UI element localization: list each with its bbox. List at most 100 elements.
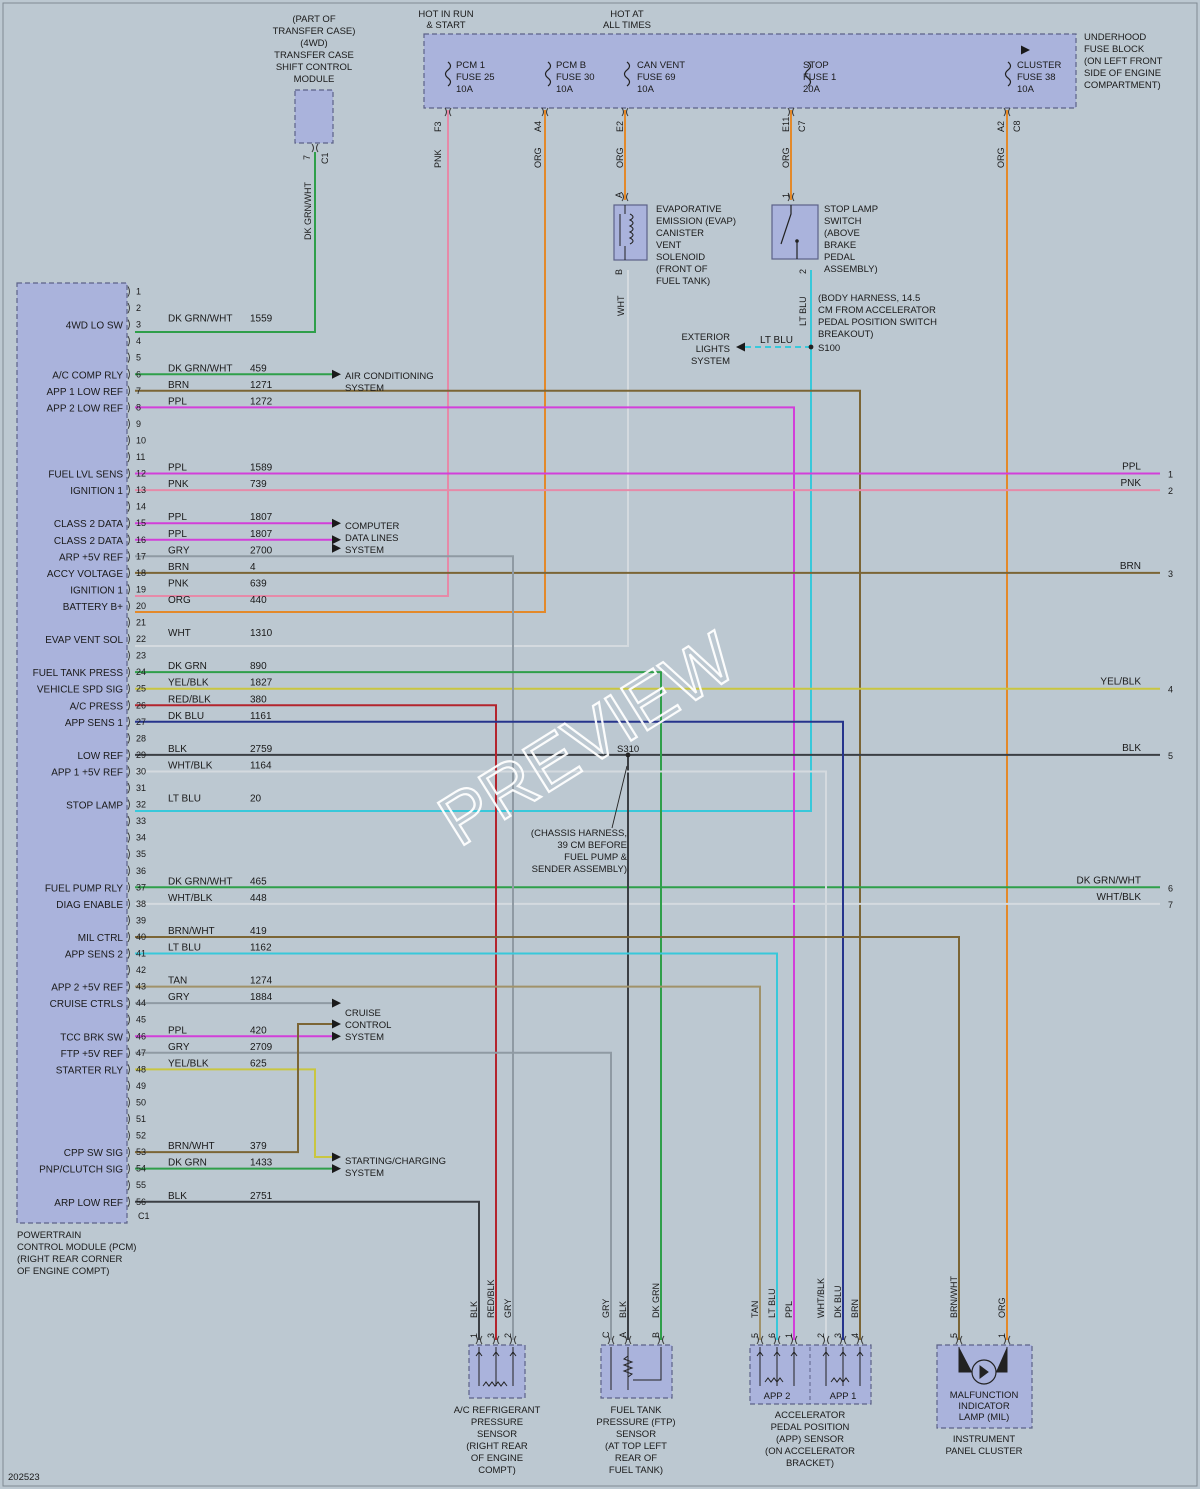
component-wire: PPL bbox=[784, 1301, 794, 1318]
pcm-pin-number: 20 bbox=[136, 601, 146, 611]
wire-color-label: WHT/BLK bbox=[168, 760, 213, 771]
stop-switch-label-line: STOP LAMP bbox=[824, 204, 878, 215]
pcm-pin-number: 32 bbox=[136, 800, 146, 810]
wire-color-label: PPL bbox=[168, 512, 187, 523]
pcm-pin-label: DIAG ENABLE bbox=[56, 900, 123, 911]
connector-icon bbox=[773, 1335, 781, 1345]
wire-blk-2751 bbox=[135, 1200, 480, 1340]
starting-system-label-line: SYSTEM bbox=[345, 1168, 384, 1179]
pcm-module bbox=[16, 282, 128, 1224]
app-sensor-label-line: (APP) SENSOR bbox=[776, 1434, 844, 1445]
fuse-label-line: FUSE 38 bbox=[1017, 72, 1056, 83]
ac-sensor-label-line: PRESSURE bbox=[471, 1417, 523, 1428]
pcm-pin-number: 14 bbox=[136, 502, 146, 512]
pin-bracket bbox=[127, 766, 130, 777]
component-wire: WHT/BLK bbox=[816, 1278, 826, 1318]
wire-wht-1310 bbox=[135, 270, 629, 647]
pin-bracket bbox=[127, 915, 130, 926]
stop-switch-label-line: (ABOVE bbox=[824, 228, 860, 239]
pcm-pin-number: 49 bbox=[136, 1081, 146, 1091]
circuit-number: 1807 bbox=[250, 512, 273, 523]
arrow-start-icon bbox=[332, 1164, 341, 1174]
output-wire-color: PPL bbox=[1122, 462, 1141, 473]
pcm-pin-number: 27 bbox=[136, 717, 146, 727]
pcm-pin-number: 37 bbox=[136, 882, 146, 892]
pcm-pin-number: 48 bbox=[136, 1064, 146, 1074]
fuse-label-line: FUSE 69 bbox=[637, 72, 676, 83]
pcm-pin-label: APP 1 LOW REF bbox=[46, 387, 123, 398]
pin-bracket bbox=[127, 501, 130, 512]
circuit-number: 419 bbox=[250, 926, 267, 937]
pcm-pin-label: A/C COMP RLY bbox=[52, 370, 123, 381]
pin-bracket bbox=[127, 584, 130, 595]
output-number: 3 bbox=[1168, 569, 1173, 579]
wire-color-label: DK GRN/WHT bbox=[168, 363, 232, 374]
pin-bracket bbox=[127, 931, 130, 943]
circuit-number: 1164 bbox=[250, 760, 272, 771]
arrow-data-icon bbox=[332, 535, 341, 545]
arrow-icon bbox=[756, 1351, 764, 1357]
arrow-icon bbox=[509, 1351, 517, 1357]
connector-icon bbox=[621, 107, 629, 117]
pcm-connector: C1 bbox=[138, 1211, 150, 1221]
connector-icon bbox=[822, 1335, 830, 1345]
connector-icon bbox=[657, 1335, 665, 1345]
coil-lead bbox=[619, 205, 626, 260]
transfer-case-pin: 7 bbox=[302, 155, 312, 160]
pcm-pin-number: 41 bbox=[136, 949, 146, 959]
output-wire-color: DK GRN/WHT bbox=[1077, 875, 1141, 886]
pcm-label-line: POWERTRAIN bbox=[17, 1230, 81, 1241]
component-pin: 3 bbox=[486, 1333, 496, 1338]
evap-label-line: FUEL TANK) bbox=[656, 276, 710, 287]
ftp-sensor-label-line: REAR OF bbox=[615, 1453, 657, 1464]
pin-bracket bbox=[127, 1196, 130, 1207]
wire-yelblk-625 bbox=[135, 1068, 335, 1158]
arrow-icon bbox=[839, 1351, 847, 1357]
pin-bracket bbox=[127, 981, 130, 992]
pcm-label-line: CONTROL MODULE (PCM) bbox=[17, 1242, 136, 1253]
connector-icon bbox=[790, 1335, 798, 1345]
circuit-number: 380 bbox=[250, 694, 267, 705]
pin-bracket bbox=[127, 650, 130, 661]
output-wire-color: PNK bbox=[1120, 478, 1141, 489]
evap-pin-b: B bbox=[614, 269, 624, 275]
fuse-icon bbox=[1004, 61, 1012, 87]
pcm-pin-number: 6 bbox=[136, 369, 141, 379]
pin-bracket bbox=[127, 302, 130, 314]
pin-bracket bbox=[127, 1064, 130, 1075]
circuit-number: 440 bbox=[250, 595, 267, 606]
transfer-case-label-line: (4WD) bbox=[300, 38, 327, 49]
fuse-label-line: 10A bbox=[637, 84, 655, 95]
fuse-label-line: 20A bbox=[803, 84, 821, 95]
pcm-pin-number: 39 bbox=[136, 915, 146, 925]
data-lines-label-line: DATA LINES bbox=[345, 533, 399, 544]
fuse-connector: C8 bbox=[1012, 120, 1022, 132]
wire-color-label: DK GRN/WHT bbox=[168, 314, 232, 325]
pcm-pin-label: PNP/CLUTCH SIG bbox=[39, 1165, 123, 1176]
connector-icon bbox=[1003, 1335, 1011, 1345]
connector-icon bbox=[444, 107, 452, 117]
circuit-number: 1884 bbox=[250, 992, 273, 1003]
ac-system-label-line: AIR CONDITIONING bbox=[345, 371, 434, 382]
app-sensor-label-line: ACCELERATOR bbox=[775, 1410, 846, 1421]
stop-switch-label-line: ASSEMBLY) bbox=[824, 264, 878, 275]
fuse-pin: A2 bbox=[996, 121, 1006, 132]
fuse-block-label-line: COMPARTMENT) bbox=[1084, 80, 1161, 91]
pcm-pin-number: 16 bbox=[136, 535, 146, 545]
fuse-pin: F3 bbox=[433, 121, 443, 132]
pin-bracket bbox=[127, 749, 130, 761]
s310-note-line: SENDER ASSEMBLY) bbox=[532, 864, 627, 875]
data-lines-label-line: COMPUTER bbox=[345, 521, 400, 532]
fuse-icon bbox=[804, 61, 812, 87]
fuse-label-line: PCM 1 bbox=[456, 60, 485, 71]
pcm-pin-number: 2 bbox=[136, 303, 141, 313]
pin-bracket bbox=[127, 782, 130, 794]
fuse-block-label-line: FUSE BLOCK bbox=[1084, 44, 1145, 55]
pcm-pin-number: 34 bbox=[136, 833, 146, 843]
pcm-pin-number: 9 bbox=[136, 419, 141, 429]
pcm-pin-label: FUEL LVL SENS bbox=[48, 470, 123, 481]
pin-bracket bbox=[127, 1130, 130, 1141]
output-wire-color: BRN bbox=[1120, 561, 1141, 572]
circuit-number: 1807 bbox=[250, 529, 273, 540]
wire-color-label: LT BLU bbox=[168, 943, 201, 954]
